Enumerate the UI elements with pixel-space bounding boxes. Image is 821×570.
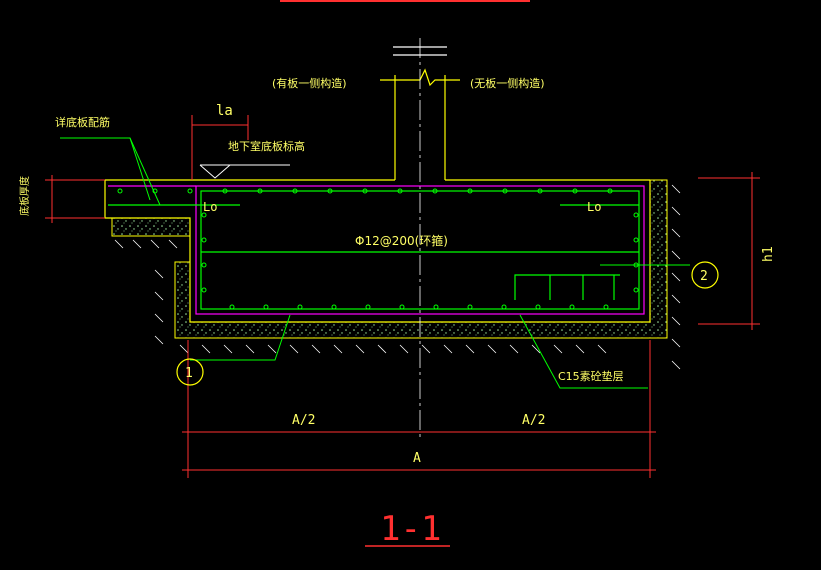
h1-dimension bbox=[698, 172, 760, 330]
rebar-dot bbox=[432, 188, 438, 194]
anchor-right-label: Lo bbox=[587, 200, 601, 214]
rebar-dot bbox=[257, 188, 263, 194]
la-dimension bbox=[191, 115, 249, 180]
rebar-dot bbox=[327, 188, 333, 194]
anchor-top-label: la bbox=[216, 103, 233, 119]
thickness-dimension bbox=[45, 175, 105, 223]
callout-2-circle bbox=[691, 261, 719, 289]
base-rebar-note: 详底板配筋 bbox=[55, 115, 110, 129]
section-title: 1-1 bbox=[380, 509, 441, 549]
rebar-dot bbox=[502, 188, 508, 194]
rebar-dot bbox=[201, 262, 207, 268]
rebar-dot bbox=[603, 304, 609, 310]
rebar-dot bbox=[331, 304, 337, 310]
rebar-dot bbox=[569, 304, 575, 310]
rebar-dot bbox=[501, 304, 507, 310]
callout-1-label: 1 bbox=[185, 366, 193, 381]
rebar-dot bbox=[292, 188, 298, 194]
rebar-dot bbox=[222, 188, 228, 194]
dim-total-label: A bbox=[413, 451, 421, 466]
rebar-dot bbox=[297, 304, 303, 310]
rebar-dots bbox=[117, 188, 639, 310]
rebar-dot bbox=[467, 304, 473, 310]
rebar-dot bbox=[187, 188, 193, 194]
rebar-dot bbox=[365, 304, 371, 310]
rebar-dot bbox=[399, 304, 405, 310]
rebar-dot bbox=[537, 188, 543, 194]
stirrup-spec-label: Φ12@200(环箍) bbox=[355, 233, 448, 248]
basement-level-label: 地下室底板标高 bbox=[228, 139, 305, 153]
dim-half-left-label: A/2 bbox=[292, 413, 315, 428]
slab-thickness-label: 底板厚度 bbox=[18, 176, 31, 216]
rebar-dot bbox=[572, 188, 578, 194]
anchor-left-label: Lo bbox=[203, 200, 217, 214]
h1-label: h1 bbox=[761, 246, 776, 262]
rebar-dot bbox=[535, 304, 541, 310]
dim-half-right-label: A/2 bbox=[522, 413, 545, 428]
rebar-dot bbox=[201, 212, 207, 218]
rebar-dot bbox=[633, 237, 639, 243]
callout-2-label: 2 bbox=[700, 269, 708, 284]
rebar-dot bbox=[633, 287, 639, 293]
callout-1-circle bbox=[176, 358, 204, 386]
leader-lines bbox=[60, 137, 690, 389]
soil-hatch bbox=[114, 184, 681, 370]
level-symbol bbox=[199, 164, 290, 179]
rebar-dot bbox=[201, 287, 207, 293]
rebar-dot bbox=[397, 188, 403, 194]
concrete-outline bbox=[104, 68, 651, 323]
left-side-note: (有板一侧构造) bbox=[272, 76, 347, 90]
right-side-note: (无板一侧构造) bbox=[470, 76, 545, 90]
rebar-dot bbox=[229, 304, 235, 310]
cushion-label: C15素砼垫层 bbox=[558, 369, 624, 383]
rebar-dot bbox=[607, 188, 613, 194]
rebar-dot bbox=[467, 188, 473, 194]
rebar bbox=[108, 190, 640, 310]
rebar-dot bbox=[117, 188, 123, 194]
rebar-dot bbox=[433, 304, 439, 310]
rebar-dot bbox=[633, 212, 639, 218]
rebar-dot bbox=[362, 188, 368, 194]
rebar-dot bbox=[263, 304, 269, 310]
bottom-dimensions bbox=[182, 340, 656, 478]
rebar-dot bbox=[201, 237, 207, 243]
